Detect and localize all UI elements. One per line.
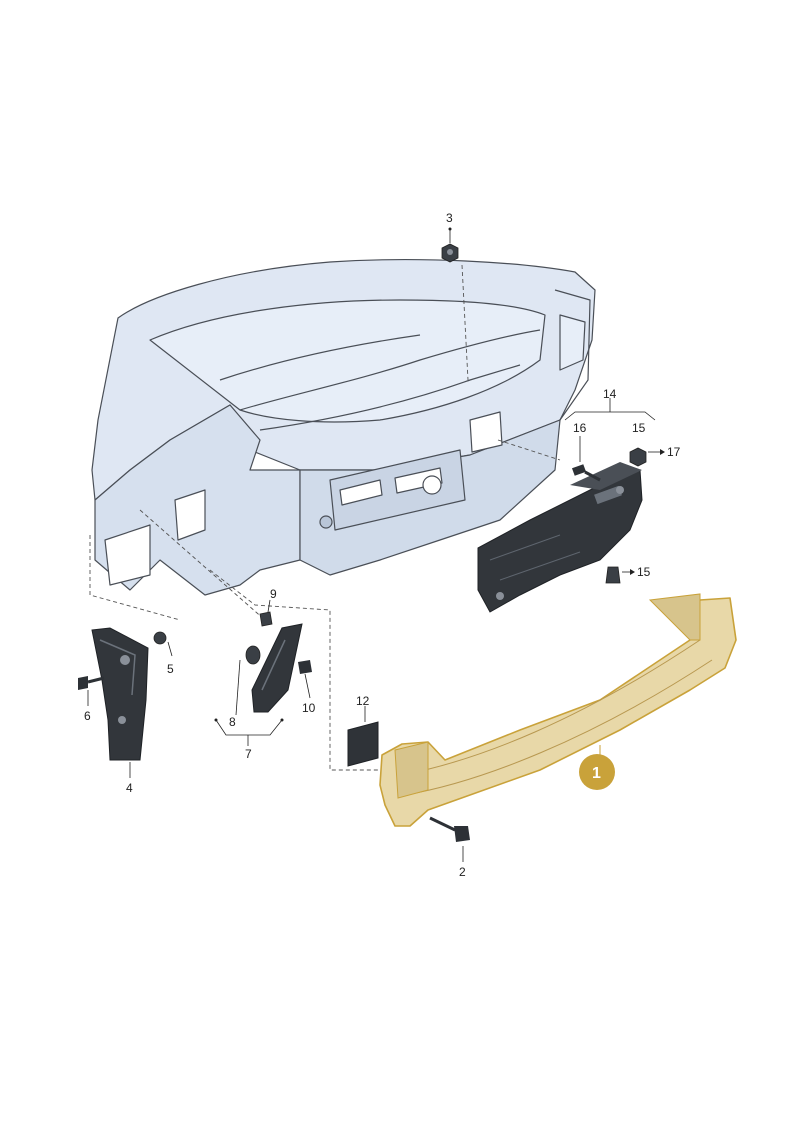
rear-body-shell [91,259,596,596]
callout-2: 2 [459,865,466,879]
nut-part-3: 3 [441,211,459,263]
callout-15-bottom: 15 [637,565,651,579]
callout-17: 17 [667,445,681,459]
callout-14: 14 [603,387,617,401]
callout-16: 16 [573,421,587,435]
bracket-part-7: 8 9 10 7 [214,587,316,761]
bracket-part-4: 4 5 6 [78,627,174,795]
callout-5: 5 [167,662,174,676]
callout-15-top: 15 [632,421,646,435]
callout-9: 9 [270,587,277,601]
callout-1: 1 [592,765,601,782]
bracket-assembly-14: 16 14 15 17 15 [477,387,681,613]
callout-1-badge [579,754,615,790]
screw-part-2: 2 [429,816,470,879]
cap-part-12: 12 [347,694,379,767]
callout-4: 4 [126,781,133,795]
leader-lines [89,264,561,771]
callout-3: 3 [446,211,453,225]
callout-10: 10 [302,701,316,715]
bumper-beam-part-1: 1 [379,593,737,827]
callout-8: 8 [229,715,236,729]
callout-12: 12 [356,694,370,708]
callout-7: 7 [245,747,252,761]
callout-6: 6 [84,709,91,723]
